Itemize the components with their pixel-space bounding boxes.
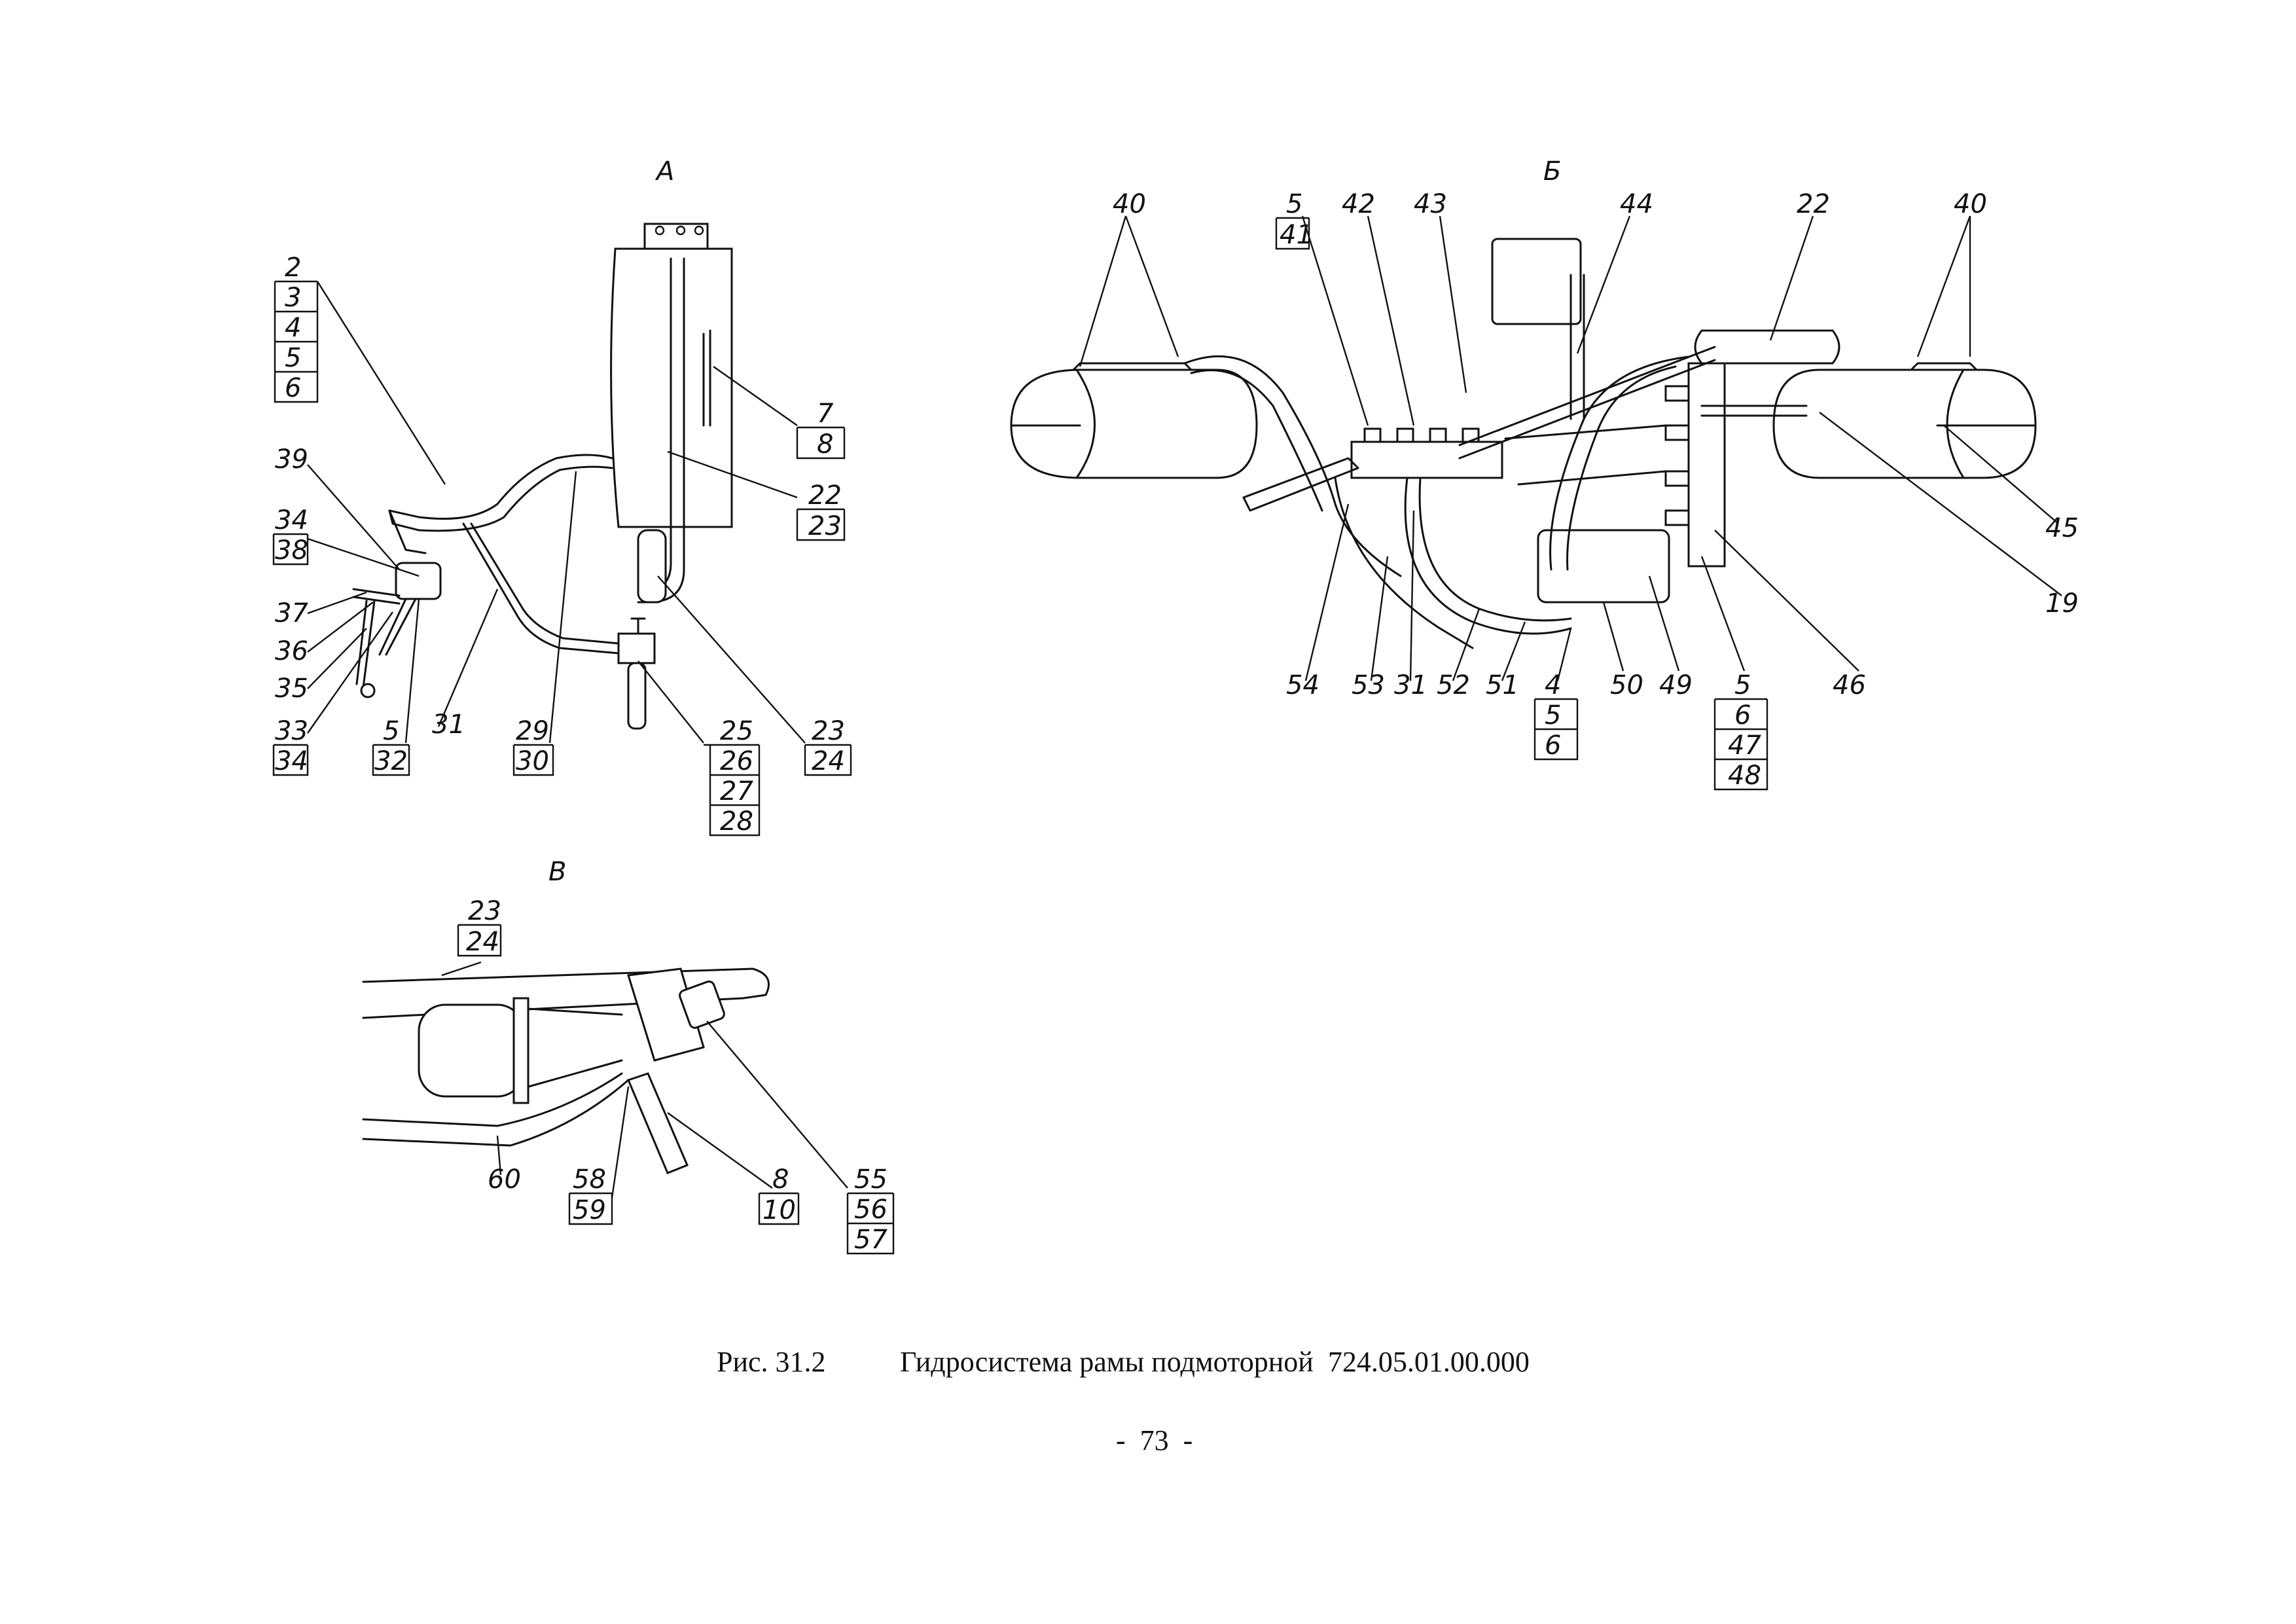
pipe-60 — [362, 1072, 630, 1147]
label-22: 22 — [808, 480, 842, 511]
stack-5-48: 5 6 47 48 — [1713, 670, 1768, 791]
frame-beam-23 — [362, 967, 770, 1019]
label-59: 59 — [573, 1195, 606, 1225]
label-44: 44 — [1620, 189, 1653, 219]
filter-element — [637, 529, 667, 604]
label-35: 35 — [275, 674, 308, 704]
return-line — [418, 454, 613, 520]
svg-text:56: 56 — [854, 1195, 888, 1225]
page-number: - 73 - — [1116, 1424, 1193, 1456]
label-37: 37 — [275, 598, 308, 628]
stack-4-6: 4 5 6 — [1534, 670, 1579, 761]
pump-bracket — [352, 588, 401, 605]
label-58: 58 — [573, 1164, 606, 1195]
label-23v: 23 — [468, 896, 501, 926]
view-b-title: Б — [1543, 156, 1561, 187]
svg-text:26: 26 — [720, 746, 753, 776]
motor-body — [418, 1003, 525, 1098]
label-54: 54 — [1286, 670, 1319, 700]
stack-25-28: 25 26 27 28 — [704, 716, 761, 837]
label-53: 53 — [1352, 670, 1385, 700]
label-5: 5 — [383, 716, 399, 746]
stack-2-6: 2 3 4 5 6 — [274, 253, 319, 403]
svg-text:48: 48 — [1728, 761, 1761, 791]
label-24: 24 — [812, 746, 845, 776]
label-40a: 40 — [1113, 189, 1146, 219]
label-42: 42 — [1342, 189, 1375, 219]
pump-49 — [1537, 529, 1670, 604]
label-40b: 40 — [1954, 189, 1987, 219]
svg-text:4: 4 — [285, 313, 301, 343]
distributor-42 — [1350, 441, 1503, 479]
svg-text:6: 6 — [1734, 700, 1751, 731]
svg-text:27: 27 — [720, 776, 753, 806]
label-23: 23 — [808, 511, 842, 541]
svg-text:5: 5 — [285, 343, 301, 373]
svg-text:2: 2 — [285, 253, 301, 283]
svg-text:28: 28 — [720, 806, 753, 837]
label-45: 45 — [2045, 513, 2079, 543]
label-22b: 22 — [1797, 189, 1830, 219]
label-52: 52 — [1437, 670, 1470, 700]
view-v-title: В — [548, 857, 566, 887]
label-49: 49 — [1659, 670, 1693, 700]
figure-title: Гидросистема рамы подмоторной 724.05.01.… — [900, 1346, 1530, 1378]
label-8: 8 — [817, 429, 833, 460]
svg-text:5: 5 — [1545, 700, 1561, 731]
label-29: 29 — [516, 716, 549, 746]
valve-box-44 — [1491, 238, 1582, 325]
right-cylinder — [1772, 369, 2037, 479]
hose-left — [1072, 362, 1193, 371]
label-33: 33 — [275, 716, 308, 746]
svg-text:25: 25 — [720, 716, 753, 746]
label-39: 39 — [275, 444, 308, 475]
manifold-46 — [1687, 362, 1726, 568]
label-43: 43 — [1414, 189, 1447, 219]
label-60: 60 — [488, 1164, 521, 1195]
svg-text:4: 4 — [1545, 670, 1561, 700]
hose-right — [1910, 362, 1978, 371]
svg-text:3: 3 — [285, 283, 301, 313]
view-a-title: А — [655, 156, 674, 187]
label-36: 36 — [275, 636, 308, 666]
svg-text:5: 5 — [1734, 670, 1751, 700]
view-a: А — [272, 156, 852, 837]
accumulator-22 — [1694, 329, 1840, 365]
tank-cap — [643, 223, 709, 250]
svg-text:6: 6 — [285, 373, 301, 403]
view-v: В 23 24 60 58 59 8 10 55 56 57 — [362, 857, 895, 1255]
svg-text:55: 55 — [854, 1164, 888, 1195]
label-34b: 34 — [275, 746, 308, 776]
svg-text:47: 47 — [1728, 731, 1761, 761]
pipe-31 — [462, 522, 620, 655]
label-31b: 31 — [1394, 670, 1427, 700]
label-31: 31 — [432, 710, 465, 740]
svg-text:57: 57 — [854, 1225, 888, 1255]
label-5: 5 — [1286, 189, 1302, 219]
label-8v: 8 — [772, 1164, 789, 1195]
label-30: 30 — [516, 746, 549, 776]
view-b: Б — [1010, 156, 2079, 791]
figure-number: Рис. 31.2 — [717, 1346, 826, 1378]
label-32: 32 — [374, 746, 408, 776]
label-50: 50 — [1610, 670, 1643, 700]
label-41: 41 — [1280, 220, 1313, 250]
hose-8 — [626, 1072, 689, 1174]
label-34: 34 — [275, 505, 308, 535]
label-7: 7 — [817, 399, 834, 429]
pump-body — [395, 562, 442, 600]
left-cylinder — [1010, 369, 1258, 479]
label-10: 10 — [762, 1195, 796, 1225]
label-38: 38 — [275, 535, 308, 566]
label-46: 46 — [1833, 670, 1866, 700]
hose-54 — [1242, 457, 1359, 512]
stack-55-57: 55 56 57 — [846, 1164, 895, 1255]
label-23b: 23 — [812, 716, 845, 746]
label-51: 51 — [1486, 670, 1519, 700]
svg-text:6: 6 — [1545, 731, 1561, 761]
valve-25 — [617, 632, 656, 664]
label-19: 19 — [2045, 588, 2079, 619]
label-24v: 24 — [466, 927, 499, 957]
